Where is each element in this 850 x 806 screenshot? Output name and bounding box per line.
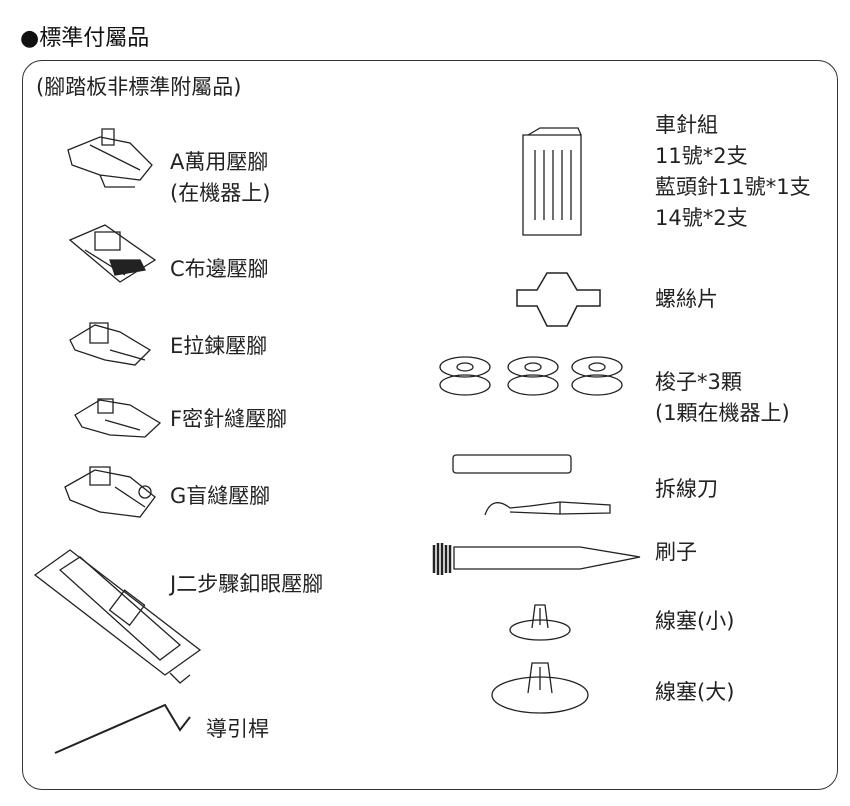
guide-bar-icon [50, 695, 195, 760]
accessories-box [22, 60, 838, 790]
label-line: (在機器上) [170, 181, 271, 205]
bobbins-icon [435, 352, 625, 402]
label-line: A萬用壓腳 [170, 150, 269, 174]
j-foot-icon [30, 545, 205, 685]
a-foot-icon [60, 125, 160, 195]
label-j-foot: J二步驟釦眼壓腳 [170, 572, 324, 596]
label-needle-set: 車針組 11號*2支 藍頭針11號*1支 14號*2支 [655, 110, 811, 234]
label-bobbins: 梭子*3顆 (1顆在機器上) [655, 367, 790, 429]
needle-set-icon [520, 125, 585, 240]
spool-cap-large-icon [488, 655, 593, 720]
label-f-foot: F密針縫壓腳 [170, 407, 288, 431]
e-foot-icon [65, 320, 155, 370]
label-line: 14號*2支 [655, 206, 748, 230]
label-seam-ripper: 拆線刀 [655, 477, 718, 501]
seam-ripper-icon [450, 450, 620, 525]
foot-pedal-note: (腳踏板非標準附屬品) [36, 75, 242, 99]
label-spool-cap-small: 線塞(小) [655, 609, 735, 633]
label-spool-cap-large: 線塞(大) [655, 680, 735, 704]
label-a-foot: A萬用壓腳 (在機器上) [170, 147, 270, 209]
label-c-foot: C布邊壓腳 [170, 257, 269, 281]
f-foot-icon [70, 395, 165, 445]
screwdriver-plate-icon [512, 268, 607, 333]
spool-cap-small-icon [505, 600, 575, 645]
label-e-foot: E拉鍊壓腳 [170, 334, 268, 358]
label-screwdriver: 螺絲片 [655, 287, 718, 311]
label-line: 車針組 [655, 113, 718, 137]
label-brush: 刷子 [655, 540, 697, 564]
brush-icon [430, 537, 645, 582]
label-line: (1顆在機器上) [655, 401, 790, 425]
section-title: ●標準付屬品 [20, 26, 150, 51]
label-line: 梭子*3顆 [655, 370, 742, 394]
label-line: 11號*2支 [655, 144, 748, 168]
label-guide-bar: 導引桿 [206, 717, 269, 741]
c-foot-icon [65, 220, 160, 290]
label-line: 藍頭針11號*1支 [655, 175, 811, 199]
g-foot-icon [60, 462, 165, 527]
label-g-foot: G盲縫壓腳 [170, 484, 271, 508]
